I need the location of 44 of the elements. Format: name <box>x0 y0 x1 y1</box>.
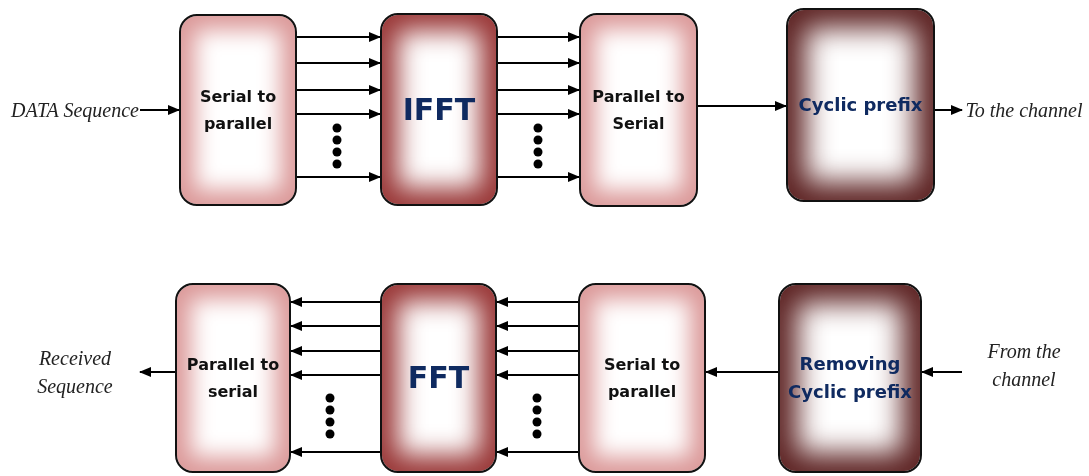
process-block <box>179 14 297 206</box>
arrow <box>497 85 580 95</box>
arrow <box>934 105 963 115</box>
arrow <box>296 85 381 95</box>
arrow <box>290 370 381 380</box>
arrow <box>139 367 176 377</box>
block-label: IFFT <box>401 92 477 127</box>
signal-label: DATA Sequence <box>11 98 139 124</box>
arrow <box>497 172 580 182</box>
arrow <box>290 321 381 331</box>
arrow <box>496 346 579 356</box>
signal-label: To the channel <box>965 98 1083 123</box>
arrow <box>296 109 381 119</box>
arrow <box>496 447 579 457</box>
arrow <box>705 367 779 377</box>
arrow <box>296 32 381 42</box>
block-label: FFT <box>406 361 471 395</box>
prefix-block <box>778 283 922 473</box>
process-block <box>579 13 698 207</box>
arrow <box>290 447 381 457</box>
arrow <box>497 32 580 42</box>
prefix-block <box>786 8 935 202</box>
transform-block <box>380 13 498 206</box>
arrow <box>290 346 381 356</box>
arrow <box>496 370 579 380</box>
block-label: Parallel to Serial <box>591 86 686 135</box>
arrow <box>296 58 381 68</box>
process-block <box>578 283 706 473</box>
arrow <box>921 367 963 377</box>
arrow <box>496 297 579 307</box>
signal-label: From the channel <box>986 339 1062 392</box>
block-label: Parallel to serial <box>185 354 281 403</box>
block-label: Serial to parallel <box>602 354 682 403</box>
process-block <box>175 283 291 473</box>
arrow <box>497 58 580 68</box>
block-label: Serial to parallel <box>198 86 278 135</box>
transform-block <box>380 283 497 473</box>
arrow <box>497 109 580 119</box>
arrow <box>296 172 381 182</box>
arrow <box>290 297 381 307</box>
arrow <box>496 321 579 331</box>
arrow <box>697 101 787 111</box>
signal-label: Received Sequence <box>36 346 114 400</box>
arrow <box>139 105 180 115</box>
